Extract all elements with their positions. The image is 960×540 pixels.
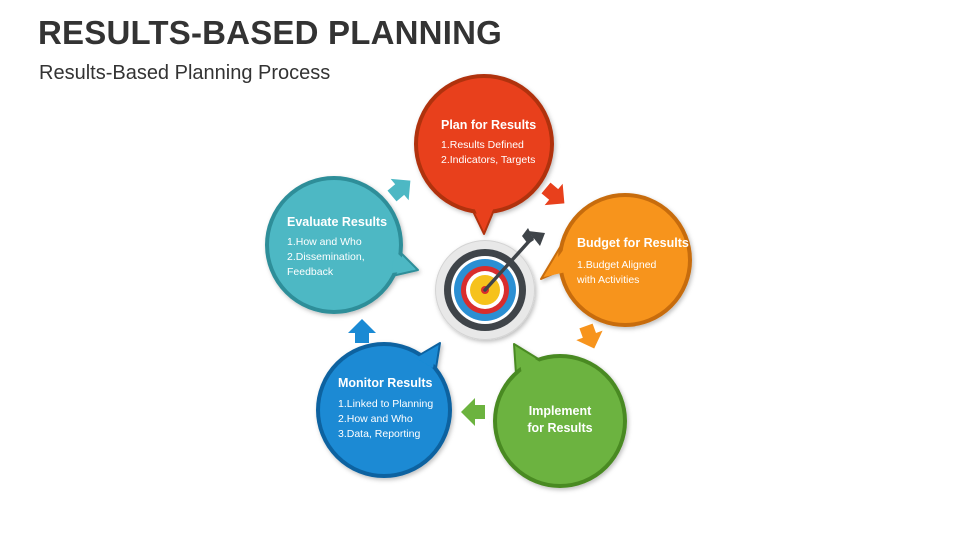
stage-title: Monitor Results <box>338 376 432 390</box>
stage-title: Budget for Results <box>577 236 689 250</box>
connector-arrow-evaluate-to-plan <box>387 178 411 202</box>
stage-circle <box>493 354 627 488</box>
dart-arrow-icon <box>483 228 545 292</box>
stage-item: 1.Results Defined <box>441 139 524 151</box>
arrow-icon <box>541 182 565 206</box>
stage-implement-for-results <box>493 343 627 488</box>
stage-item: 2.How and Who <box>338 413 413 425</box>
stage-title: Implement <box>529 404 592 418</box>
arrow-icon <box>576 323 603 349</box>
stage-item: 2.Dissemination, <box>287 251 365 263</box>
stage-item: 3.Data, Reporting <box>338 428 420 440</box>
stage-item: Feedback <box>287 266 334 278</box>
stage-monitor-results <box>316 342 452 478</box>
page-subtitle: Results-Based Planning Process <box>39 62 331 84</box>
stage-item: with Activities <box>576 274 639 286</box>
arrow-icon <box>461 398 485 426</box>
stage-circle <box>316 342 452 478</box>
page-title: RESULTS-BASED PLANNING <box>38 14 502 51</box>
stage-circle <box>265 176 403 314</box>
connector-arrow-implement-to-monitor <box>461 398 485 426</box>
arrow-icon <box>348 319 376 343</box>
stage-item: 1.Budget Aligned <box>577 259 657 271</box>
stage-item: 2.Indicators, Targets <box>441 154 535 166</box>
connector-arrow-budget-to-implement <box>576 323 603 349</box>
stage-title: Evaluate Results <box>287 215 387 229</box>
connector-arrow-plan-to-budget <box>541 182 565 206</box>
stage-item: 1.How and Who <box>287 236 362 248</box>
stage-evaluate-results <box>265 176 419 314</box>
stage-title: Plan for Results <box>441 118 536 132</box>
stage-plan-for-results <box>414 74 554 235</box>
stage-item: 1.Linked to Planning <box>338 398 433 410</box>
connector-arrow-monitor-to-evaluate <box>348 319 376 343</box>
stage-budget-for-results <box>540 193 692 327</box>
arrow-icon <box>387 178 411 202</box>
stage-title-line-2: for Results <box>527 421 592 435</box>
